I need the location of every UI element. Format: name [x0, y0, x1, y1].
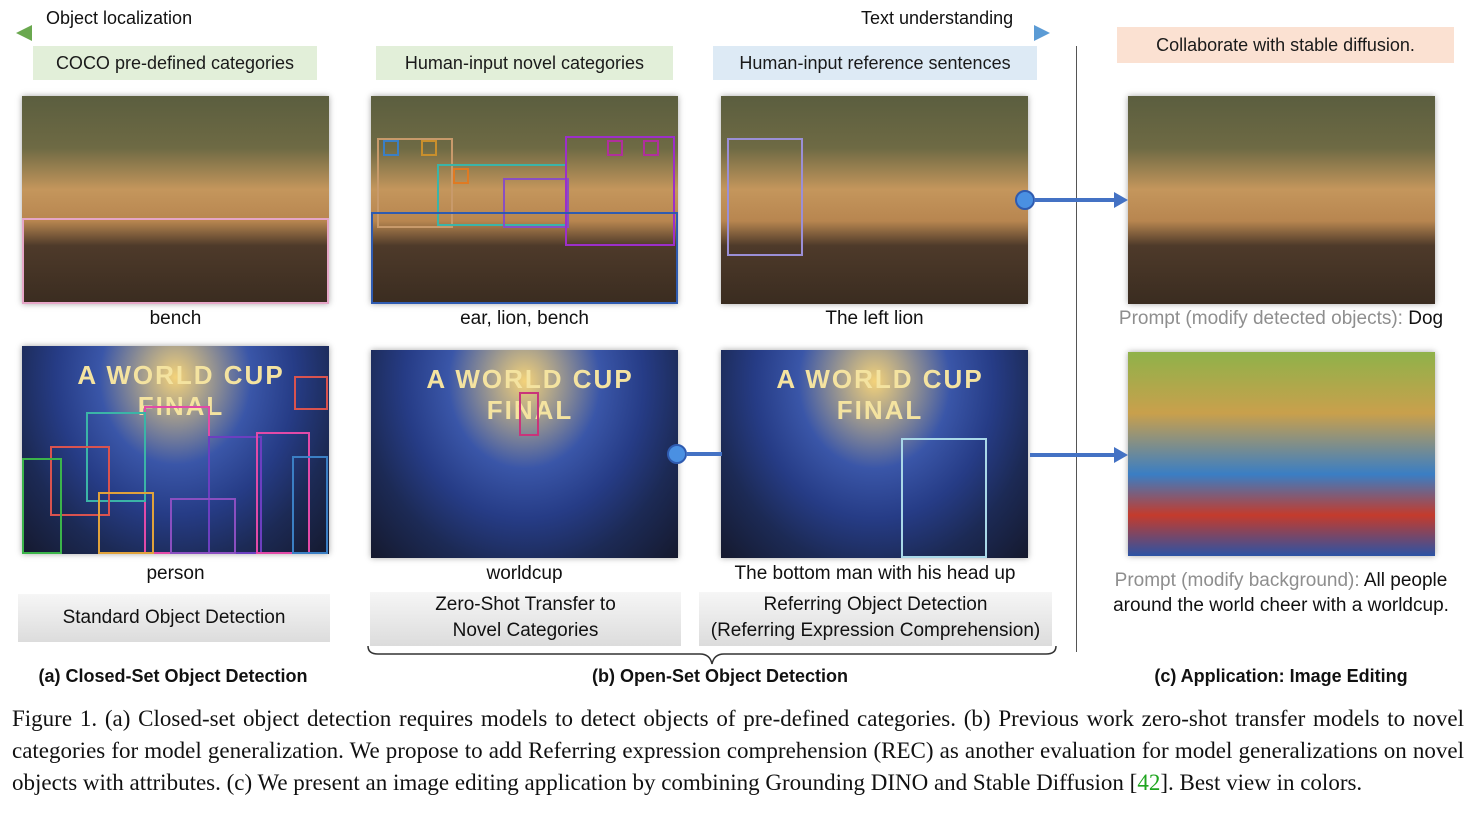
caption-left-lion: The left lion: [825, 308, 924, 329]
text-understanding-label: Text understanding: [861, 8, 1014, 28]
caption-bench: bench: [149, 308, 202, 329]
figure-caption-text: Figure 1. (a) Closed-set object detectio…: [12, 706, 1464, 795]
caption-worldcup: worldcup: [486, 563, 563, 584]
lion-box: [565, 136, 675, 246]
citation-link[interactable]: 42: [1137, 770, 1161, 795]
worldcup-photo-novel: A WORLD CUP FINAL: [371, 350, 678, 558]
worldcup-photo-coco: A WORLD CUP FINAL: [22, 346, 329, 554]
ear-box: [453, 168, 469, 184]
prompt-row2-line2: around the world cheer with a worldcup.: [1113, 595, 1449, 616]
category-novel: Human-input novel categories: [376, 46, 673, 80]
object-localization-label: Object localization: [46, 8, 193, 28]
section-divider: [1076, 46, 1077, 652]
person-box: [294, 376, 328, 410]
world-cup-banner-text: A WORLD CUP FINAL: [776, 364, 984, 425]
left-lion-box: [727, 138, 803, 256]
task-zero-shot: Zero-Shot Transfer to Novel Categories: [370, 592, 681, 646]
task-referring-detection: Referring Object Detection (Referring Ex…: [699, 592, 1052, 646]
localization-understanding-arrow: [16, 25, 1050, 41]
person-box: [170, 498, 236, 554]
person-box: [86, 412, 146, 502]
world-cup-banner-text: A WORLD CUP FINAL: [426, 364, 634, 425]
task-referring-line1: Referring Object Detection: [763, 594, 988, 615]
category-reference: Human-input reference sentences: [713, 46, 1037, 80]
section-image-editing: (c) Application: Image Editing: [1154, 666, 1408, 686]
connector-row1: [1015, 190, 1128, 210]
lion-box: [377, 138, 453, 228]
figure-caption-end: ]. Best view in colors.: [1160, 770, 1363, 795]
connector-row2-mid: [667, 444, 722, 464]
lions-photo-novel: [371, 96, 678, 304]
bench-box: [22, 218, 329, 304]
worldcup-photo-reference: A WORLD CUP FINAL: [721, 350, 1028, 558]
caption-ear-lion-bench: ear, lion, bench: [460, 308, 589, 329]
task-referring-line2: (Referring Expression Comprehension): [710, 620, 1041, 641]
prompt-row2-prefix: Prompt (modify background):: [1114, 570, 1360, 591]
category-stable-diffusion: Collaborate with stable diffusion.: [1117, 27, 1454, 63]
lions-dog-edited-photo: [1128, 96, 1435, 304]
worldcup-background-edited-photo: [1128, 352, 1435, 556]
prompt-row2: Prompt (modify background): All people a…: [1086, 568, 1476, 618]
prompt-row2-value: All people: [1359, 570, 1448, 591]
bottom-man-box: [901, 438, 987, 558]
section-open-set: (b) Open-Set Object Detection: [591, 666, 849, 686]
task-zero-shot-line2: Novel Categories: [452, 620, 599, 641]
person-box: [22, 458, 62, 554]
ear-box: [383, 140, 399, 156]
bench-box: [371, 212, 678, 304]
prompt-row1: Prompt (modify detected objects): Dog: [1092, 308, 1470, 330]
task-standard-detection: Standard Object Detection: [18, 594, 330, 642]
person-box: [292, 456, 328, 554]
worldcup-box: [519, 392, 539, 436]
person-box: [50, 446, 110, 516]
caption-bottom-man: The bottom man with his head up: [734, 563, 1016, 584]
ear-box: [643, 140, 659, 156]
figure-caption: Figure 1. (a) Closed-set object detectio…: [12, 703, 1464, 799]
prompt-row1-prefix: Prompt (modify detected objects):: [1118, 308, 1403, 329]
open-set-brace: [367, 645, 1057, 665]
lions-photo-coco: [22, 96, 329, 304]
caption-person: person: [146, 563, 205, 584]
ear-box: [607, 140, 623, 156]
task-zero-shot-line1: Zero-Shot Transfer to: [435, 594, 616, 615]
ear-box: [421, 140, 437, 156]
connector-row2: [1030, 447, 1128, 463]
lion-box: [503, 178, 569, 228]
category-coco: COCO pre-defined categories: [33, 46, 317, 80]
person-box: [98, 492, 154, 554]
prompt-row1-value: Dog: [1402, 308, 1444, 329]
section-closed-set: (a) Closed-Set Object Detection: [38, 666, 308, 686]
lions-photo-reference: [721, 96, 1028, 304]
person-box: [256, 432, 310, 554]
